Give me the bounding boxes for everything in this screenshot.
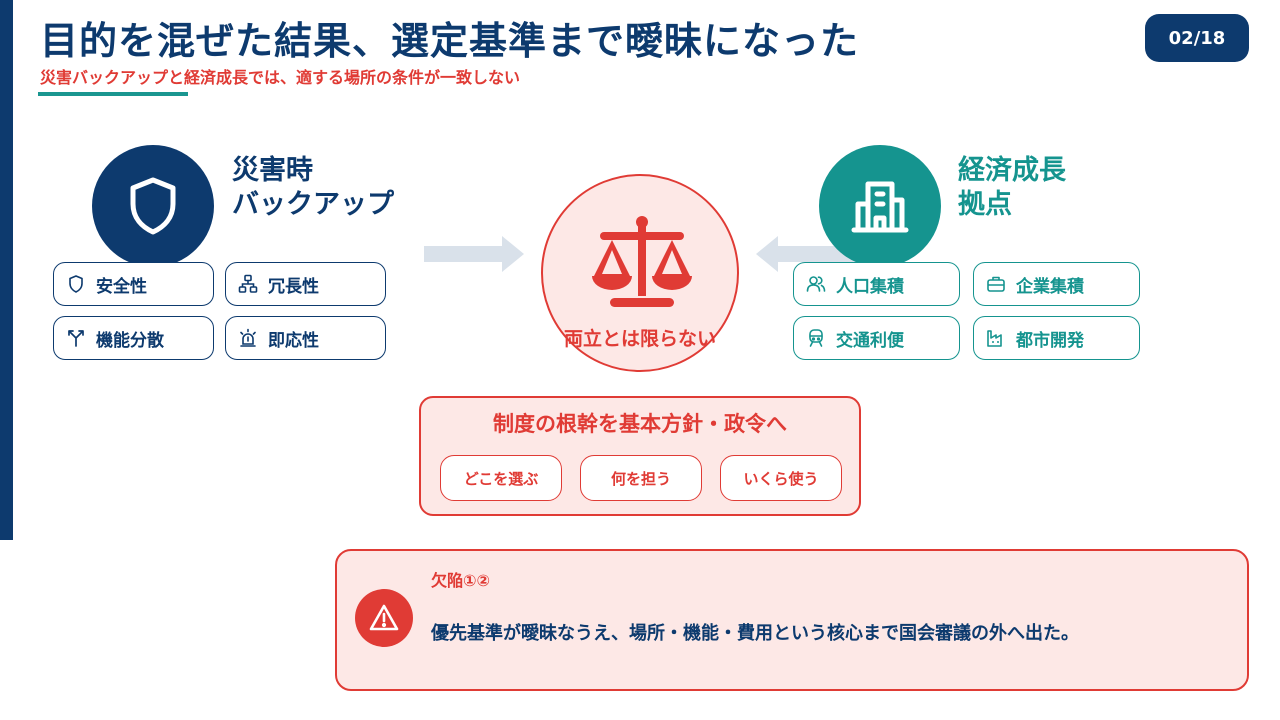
page-number-badge: 02/18 <box>1145 14 1249 62</box>
chip-companies: 企業集積 <box>973 262 1140 306</box>
policy-pill-where: どこを選ぶ <box>440 455 562 501</box>
siren-icon <box>240 328 256 347</box>
page-title: 目的を混ぜた結果、選定基準まで曖昧になった <box>40 19 860 63</box>
scale-icon <box>592 216 692 307</box>
arrow-left-icon <box>756 236 856 272</box>
backup-title-line1: 災害時 <box>232 155 313 186</box>
shield-icon <box>92 145 214 267</box>
accent-bar <box>0 0 13 540</box>
balance-label: 両立とは限らない <box>563 328 716 350</box>
growth-title-line1: 経済成長 <box>958 155 1066 186</box>
factory-icon <box>987 330 1002 347</box>
chip-label: 都市開発 <box>1016 330 1084 351</box>
chip-distribution: 機能分散 <box>53 316 214 360</box>
page-subtitle: 災害バックアップと経済成長では、適する場所の条件が一致しない <box>40 68 521 87</box>
growth-title-line2: 拠点 <box>958 189 1012 220</box>
chip-label: 即応性 <box>268 330 319 351</box>
chip-urban-development: 都市開発 <box>973 316 1140 360</box>
backup-title-line2: バックアップ <box>232 189 394 220</box>
defect-text: 優先基準が曖昧なうえ、場所・機能・費用という核心まで国会審議の外へ出た。 <box>431 623 1079 644</box>
split-arrows-icon <box>68 330 84 347</box>
balance-circle: 両立とは限らない <box>541 174 739 372</box>
growth-group-title: 経済成長 拠点 <box>958 154 1066 222</box>
defect-label: 欠陥①② <box>431 571 491 590</box>
chip-population: 人口集積 <box>793 262 960 306</box>
title-underline <box>38 92 188 96</box>
shield-icon <box>69 275 83 293</box>
briefcase-icon <box>987 276 1005 292</box>
chip-label: 冗長性 <box>268 276 319 297</box>
chip-responsiveness: 即応性 <box>225 316 386 360</box>
building-icon <box>819 145 941 267</box>
chip-label: 企業集積 <box>1016 276 1084 297</box>
chip-label: 人口集積 <box>836 276 904 297</box>
chip-label: 交通利便 <box>836 330 904 351</box>
policy-box: 制度の根幹を基本方針・政令へ どこを選ぶ 何を担う いくら使う <box>419 396 861 516</box>
chip-transport: 交通利便 <box>793 316 960 360</box>
warning-icon <box>355 589 413 647</box>
network-icon <box>238 274 258 293</box>
chip-redundancy: 冗長性 <box>225 262 386 306</box>
backup-group-title: 災害時 バックアップ <box>232 154 394 222</box>
train-icon <box>809 329 823 347</box>
policy-pill-what: 何を担う <box>580 455 702 501</box>
chip-safety: 安全性 <box>53 262 214 306</box>
defect-callout: 欠陥①② 優先基準が曖昧なうえ、場所・機能・費用という核心まで国会審議の外へ出た… <box>335 549 1249 691</box>
policy-pill-cost: いくら使う <box>720 455 842 501</box>
users-icon <box>806 276 826 292</box>
arrow-right-icon <box>424 236 524 272</box>
policy-title: 制度の根幹を基本方針・政令へ <box>493 412 787 436</box>
chip-label: 安全性 <box>96 276 147 297</box>
chip-label: 機能分散 <box>96 330 164 351</box>
